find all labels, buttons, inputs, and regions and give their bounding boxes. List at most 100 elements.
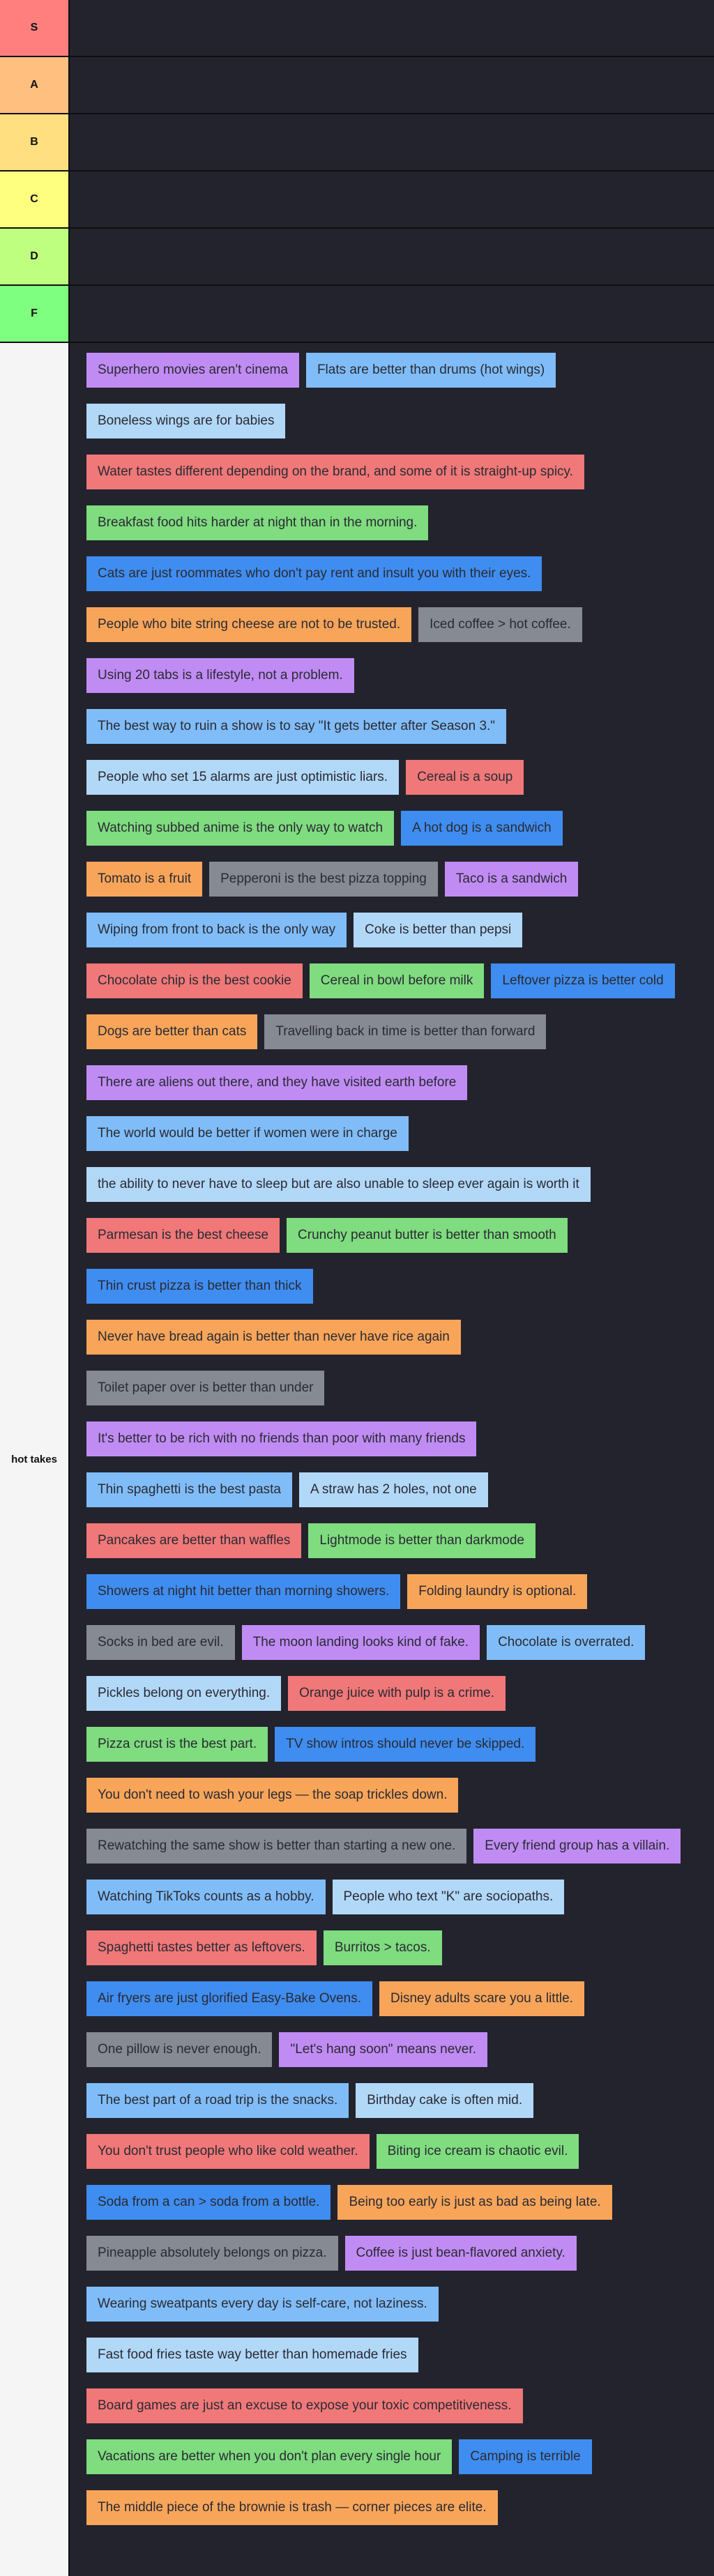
tier-item-card[interactable]: Showers at night hit better than morning…	[86, 1574, 401, 1609]
tier-item-card[interactable]: Boneless wings are for babies	[86, 404, 286, 439]
tier-item-card[interactable]: Pancakes are better than waffles	[86, 1523, 302, 1558]
tier-item-card[interactable]: Air fryers are just glorified Easy-Bake …	[86, 1981, 373, 2016]
tier-item-card[interactable]: Coke is better than pepsi	[354, 913, 523, 947]
tier-item-card[interactable]: The middle piece of the brownie is trash…	[86, 2490, 498, 2525]
tier-item-card[interactable]: Camping is terrible	[459, 2439, 592, 2474]
tier-item-card[interactable]: Taco is a sandwich	[444, 862, 579, 897]
tier-item-card[interactable]: Toilet paper over is better than under	[86, 1371, 325, 1405]
tier-item-card[interactable]: Cereal in bowl before milk	[309, 963, 485, 998]
tier-item-card[interactable]: Never have bread again is better than ne…	[86, 1320, 461, 1355]
tier-drop-zone[interactable]	[70, 114, 714, 170]
tier-item-card[interactable]: Tomato is a fruit	[86, 862, 203, 897]
item-line: Rewatching the same show is better than …	[86, 1829, 714, 1864]
tier-item-card[interactable]: Burritos > tacos.	[323, 1930, 442, 1965]
tier-item-card[interactable]: Watching subbed anime is the only way to…	[86, 811, 395, 846]
tier-item-card[interactable]: Soda from a can > soda from a bottle.	[86, 2185, 331, 2220]
item-line: People who set 15 alarms are just optimi…	[86, 760, 714, 795]
tier-item-card[interactable]: A straw has 2 holes, not one	[299, 1472, 488, 1507]
tier-item-card[interactable]: Dogs are better than cats	[86, 1014, 258, 1049]
tier-drop-zone[interactable]	[70, 57, 714, 113]
tier-item-card[interactable]: People who text "K" are sociopaths.	[332, 1880, 565, 1914]
item-line: Watching subbed anime is the only way to…	[86, 811, 714, 846]
tier-item-card[interactable]: The best part of a road trip is the snac…	[86, 2083, 349, 2118]
item-line: Soda from a can > soda from a bottle.Bei…	[86, 2185, 714, 2220]
tier-item-card[interactable]: Board games are just an excuse to expose…	[86, 2388, 523, 2423]
tier-item-card[interactable]: It's better to be rich with no friends t…	[86, 1422, 477, 1456]
tier-item-card[interactable]: Chocolate chip is the best cookie	[86, 963, 303, 998]
tier-item-card[interactable]: Parmesan is the best cheese	[86, 1218, 280, 1253]
item-line: You don't need to wash your legs — the s…	[86, 1778, 714, 1813]
tier-item-card[interactable]: Folding laundry is optional.	[407, 1574, 588, 1609]
tier-item-card[interactable]: Chocolate is overrated.	[487, 1625, 646, 1660]
tier-item-card[interactable]: People who set 15 alarms are just optimi…	[86, 760, 400, 795]
tier-item-card[interactable]: Orange juice with pulp is a crime.	[288, 1676, 506, 1711]
tier-drop-zone[interactable]	[70, 286, 714, 342]
tier-item-card[interactable]: People who bite string cheese are not to…	[86, 607, 412, 642]
tier-item-card[interactable]: the ability to never have to sleep but a…	[86, 1167, 591, 1202]
tier-item-card[interactable]: Being too early is just as bad as being …	[337, 2185, 612, 2220]
tier-item-card[interactable]: There are aliens out there, and they hav…	[86, 1065, 468, 1100]
tier-item-card[interactable]: Iced coffee > hot coffee.	[418, 607, 582, 642]
tier-item-card[interactable]: Watching TikToks counts as a hobby.	[86, 1880, 326, 1914]
tier-item-card[interactable]: "Let's hang soon" means never.	[279, 2032, 487, 2067]
tier-label[interactable]: C	[0, 172, 70, 227]
tier-row-b: B	[0, 114, 714, 172]
tier-drop-zone[interactable]	[70, 229, 714, 284]
tier-item-card[interactable]: Fast food fries taste way better than ho…	[86, 2338, 418, 2372]
tier-item-card[interactable]: Disney adults scare you a little.	[379, 1981, 584, 2016]
item-line: Thin crust pizza is better than thick	[86, 1269, 714, 1304]
tier-item-card[interactable]: Biting ice cream is chaotic evil.	[376, 2134, 579, 2169]
tier-item-card[interactable]: Pepperoni is the best pizza topping	[209, 862, 438, 897]
tier-item-card[interactable]: Wearing sweatpants every day is self-car…	[86, 2287, 439, 2322]
tier-item-card[interactable]: Pickles belong on everything.	[86, 1676, 282, 1711]
tier-label[interactable]: S	[0, 0, 70, 56]
tier-item-card[interactable]: Wiping from front to back is the only wa…	[86, 913, 347, 947]
item-line: There are aliens out there, and they hav…	[86, 1065, 714, 1100]
tier-item-card[interactable]: Rewatching the same show is better than …	[86, 1829, 467, 1864]
item-line: Wiping from front to back is the only wa…	[86, 913, 714, 947]
tier-item-card[interactable]: Pineapple absolutely belongs on pizza.	[86, 2236, 338, 2271]
tier-item-card[interactable]: Every friend group has a villain.	[473, 1829, 681, 1864]
tier-item-card[interactable]: The best way to ruin a show is to say "I…	[86, 709, 507, 744]
tier-item-card[interactable]: Cereal is a soup	[406, 760, 524, 795]
tier-item-card[interactable]: Crunchy peanut butter is better than smo…	[287, 1218, 568, 1253]
tier-item-card[interactable]: The world would be better if women were …	[86, 1116, 409, 1151]
tier-item-card[interactable]: Travelling back in time is better than f…	[264, 1014, 547, 1049]
tier-item-card[interactable]: Socks in bed are evil.	[86, 1625, 235, 1660]
item-line: Fast food fries taste way better than ho…	[86, 2338, 714, 2372]
tier-label[interactable]: B	[0, 114, 70, 170]
tier-item-card[interactable]: Flats are better than drums (hot wings)	[305, 353, 556, 388]
tier-item-card[interactable]: Using 20 tabs is a lifestyle, not a prob…	[86, 658, 354, 693]
tier-item-card[interactable]: Cats are just roommates who don't pay re…	[86, 556, 542, 591]
tier-item-card[interactable]: A hot dog is a sandwich	[401, 811, 563, 846]
tier-item-card[interactable]: One pillow is never enough.	[86, 2032, 273, 2067]
tier-item-card[interactable]: Thin spaghetti is the best pasta	[86, 1472, 292, 1507]
tier-label[interactable]: F	[0, 286, 70, 342]
tier-item-card[interactable]: Pizza crust is the best part.	[86, 1727, 268, 1762]
tier-item-card[interactable]: The moon landing looks kind of fake.	[241, 1625, 480, 1660]
tier-item-card[interactable]: Spaghetti tastes better as leftovers.	[86, 1930, 317, 1965]
tier-item-card[interactable]: Leftover pizza is better cold	[491, 963, 675, 998]
tier-drop-zone[interactable]	[70, 0, 714, 56]
tier-item-card[interactable]: Lightmode is better than darkmode	[308, 1523, 536, 1558]
tier-item-card[interactable]: Water tastes different depending on the …	[86, 455, 584, 489]
tier-item-card[interactable]: Coffee is just bean-flavored anxiety.	[344, 2236, 577, 2271]
tier-item-card[interactable]: Superhero movies aren't cinema	[86, 353, 299, 388]
tier-item-card[interactable]: TV show intros should never be skipped.	[275, 1727, 536, 1762]
tier-label[interactable]: D	[0, 229, 70, 284]
tier-row-a: A	[0, 57, 714, 114]
item-line: Pineapple absolutely belongs on pizza.Co…	[86, 2236, 714, 2271]
tier-item-card[interactable]: Vacations are better when you don't plan…	[86, 2439, 453, 2474]
tier-drop-zone[interactable]	[70, 172, 714, 227]
tier-item-card[interactable]: Birthday cake is often mid.	[356, 2083, 534, 2118]
tier-row-s: S	[0, 0, 714, 57]
tier-item-card[interactable]: Breakfast food hits harder at night than…	[86, 505, 429, 540]
tier-label[interactable]: A	[0, 57, 70, 113]
tier-item-card[interactable]: Thin crust pizza is better than thick	[86, 1269, 313, 1304]
tier-item-card[interactable]: You don't need to wash your legs — the s…	[86, 1778, 459, 1813]
tier-item-card[interactable]: You don't trust people who like cold wea…	[86, 2134, 370, 2169]
